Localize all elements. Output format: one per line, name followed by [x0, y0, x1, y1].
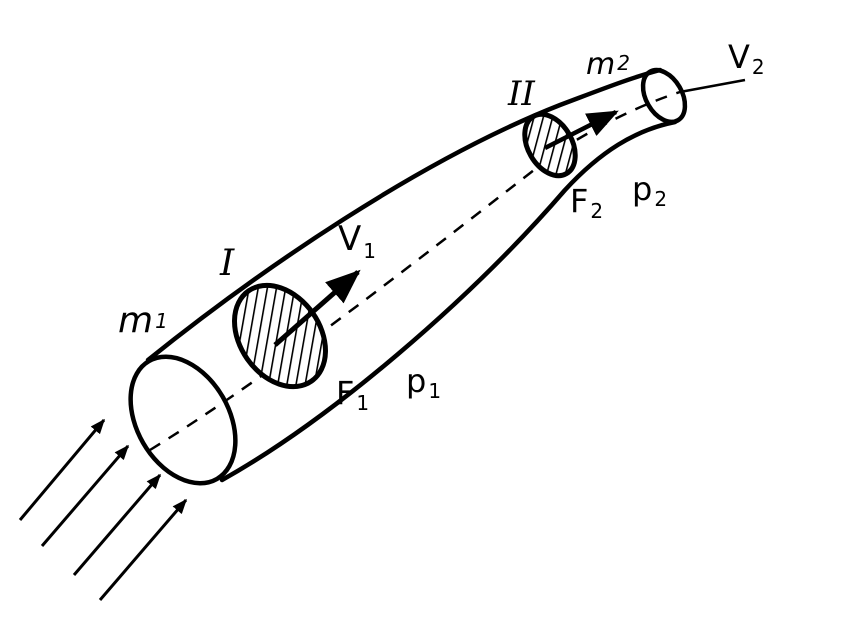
- tube-outlet-ellipse: [640, 67, 688, 125]
- arrow-icon: [18, 418, 106, 521]
- exit-line: [679, 78, 746, 94]
- center-dashed-line: [149, 90, 681, 452]
- pressure-1-symbol: p: [406, 362, 426, 400]
- section-1-label: I: [219, 243, 235, 284]
- velocity-1-subscript: 1: [363, 239, 376, 263]
- area-1-subscript: 1: [356, 391, 369, 415]
- pressure-2-subscript: 2: [654, 187, 667, 211]
- velocity-1-arrow: [273, 269, 361, 347]
- mass-2-symbol: m: [586, 47, 615, 82]
- area-2-symbol: F: [570, 182, 588, 220]
- incoming-flow-arrows: [18, 418, 188, 601]
- mass-1-subscript: 1: [155, 309, 168, 333]
- tube-lower-wall: [219, 119, 678, 483]
- arrow-icon: [72, 473, 162, 576]
- velocity-2-symbol: V: [728, 38, 750, 76]
- arrow-icon: [98, 498, 188, 601]
- arrow-icon: [40, 444, 130, 547]
- section-2: [522, 109, 619, 179]
- section-1-cross-section: [232, 282, 328, 390]
- velocity-2-subscript: 2: [752, 55, 765, 79]
- pressure-2-symbol: p: [632, 170, 652, 208]
- tube-inlet-ellipse: [128, 354, 238, 486]
- tube-upper-wall: [145, 67, 663, 363]
- mass-2-subscript: 2: [617, 51, 630, 75]
- velocity-1-symbol: V: [338, 219, 361, 259]
- pressure-1-subscript: 1: [428, 379, 441, 403]
- mass-1-symbol: m: [118, 300, 153, 341]
- area-1-symbol: F: [336, 374, 354, 412]
- flow-axis: [149, 78, 746, 452]
- section-2-label: II: [507, 74, 535, 114]
- stream-tube: [128, 67, 688, 486]
- area-2-subscript: 2: [590, 199, 603, 223]
- velocity-2-arrow: [543, 109, 619, 151]
- section-1: [232, 269, 361, 390]
